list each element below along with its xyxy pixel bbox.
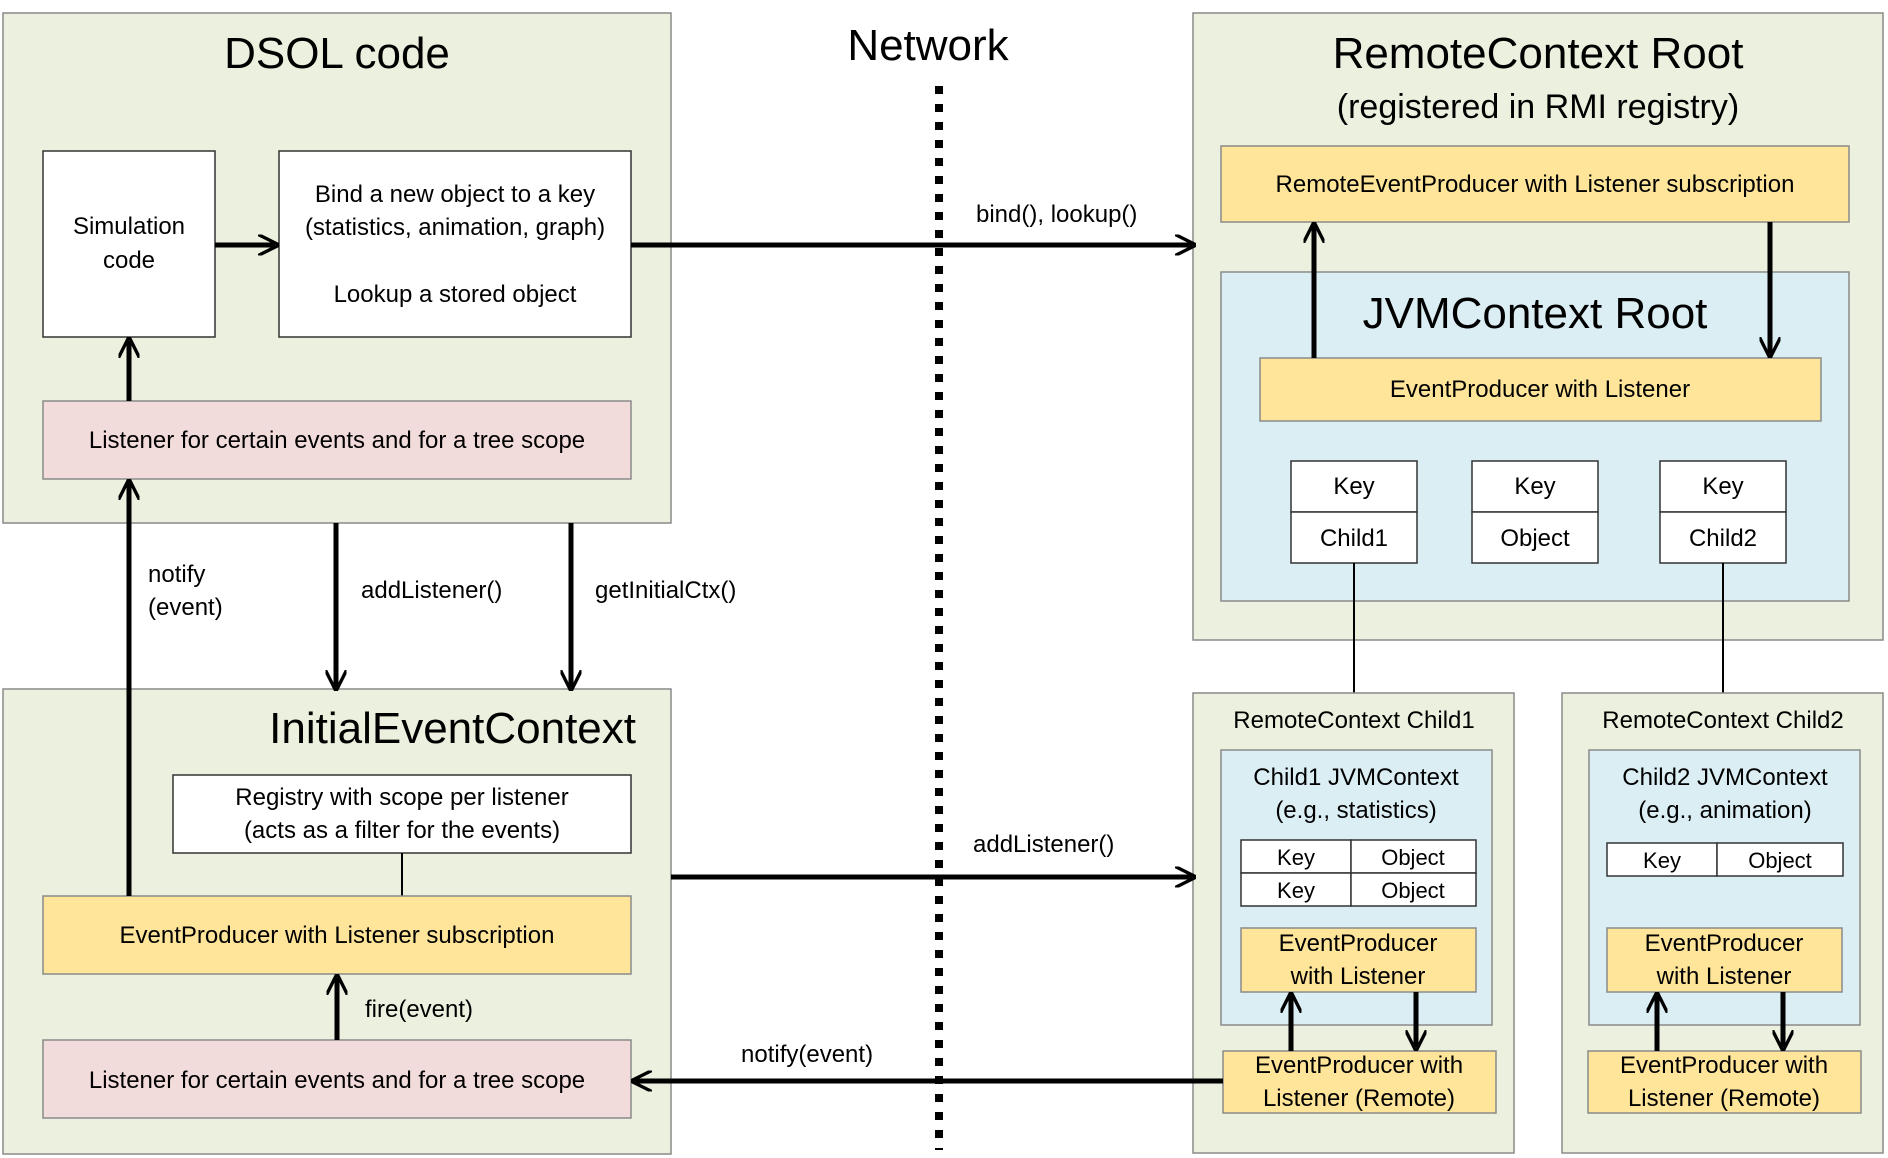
svg-text:Listener (Remote): Listener (Remote)	[1628, 1085, 1820, 1112]
child2-jvm-context-box: Child2 JVMContext (e.g., animation) Key …	[1588, 749, 1861, 1026]
remote-root-subtitle: (registered in RMI registry)	[1337, 88, 1739, 126]
svg-text:RemoteEventProducer with Liste: RemoteEventProducer with Listener subscr…	[1276, 171, 1795, 198]
svg-text:EventProducer with: EventProducer with	[1620, 1052, 1828, 1079]
initial-listener-box: Listener for certain events and for a tr…	[42, 1039, 632, 1119]
svg-text:Child1 JVMContext: Child1 JVMContext	[1253, 764, 1459, 791]
svg-text:Child2 JVMContext: Child2 JVMContext	[1622, 764, 1828, 791]
svg-text:Key: Key	[1514, 473, 1555, 500]
svg-text:Bind a new object to a key: Bind a new object to a key	[315, 181, 595, 208]
notify-event-label: notify(event)	[741, 1041, 873, 1068]
root-entry-child2: Key Child2	[1659, 460, 1787, 564]
child1-remote-producer-box: EventProducer with Listener (Remote)	[1222, 1050, 1497, 1114]
svg-text:Listener for certain events an: Listener for certain events and for a tr…	[89, 427, 585, 454]
svg-text:Object: Object	[1381, 845, 1445, 870]
svg-text:Listener for certain events an: Listener for certain events and for a tr…	[89, 1067, 585, 1094]
child1-title: RemoteContext Child1	[1233, 707, 1474, 734]
initial-title: InitialEventContext	[269, 704, 636, 753]
svg-text:(e.g., statistics): (e.g., statistics)	[1275, 797, 1436, 824]
remote-context-child2-panel: RemoteContext Child2 Child2 JVMContext (…	[1561, 692, 1884, 1154]
dsol-listener-box: Listener for certain events and for a tr…	[42, 400, 632, 480]
child1-event-producer-box: EventProducer with Listener	[1240, 927, 1477, 993]
svg-text:Key: Key	[1643, 848, 1681, 873]
jvm-context-root-box: JVMContext Root EventProducer with Liste…	[1220, 271, 1850, 602]
child2-event-producer-box: EventProducer with Listener	[1606, 927, 1843, 993]
child2-table: Key Object	[1606, 842, 1844, 877]
svg-text:Lookup a stored object: Lookup a stored object	[334, 281, 577, 308]
dsol-code-panel: DSOL code Simulation code Bind a new obj…	[2, 12, 672, 524]
svg-text:(e.g., animation): (e.g., animation)	[1638, 797, 1811, 824]
remote-context-root-panel: RemoteContext Root (registered in RMI re…	[1192, 12, 1884, 641]
initial-event-context-panel: InitialEventContext Registry with scope …	[2, 688, 672, 1155]
svg-text:Key: Key	[1277, 878, 1315, 903]
svg-text:code: code	[103, 247, 155, 274]
child1-table: Key Object Key Object	[1240, 839, 1477, 907]
svg-text:(statistics, animation, graph): (statistics, animation, graph)	[305, 214, 605, 241]
svg-text:EventProducer: EventProducer	[1279, 930, 1438, 957]
svg-text:(acts as a filter for the even: (acts as a filter for the events)	[244, 817, 560, 844]
svg-text:Key: Key	[1333, 473, 1374, 500]
bind-lookup-label: bind(), lookup()	[976, 201, 1137, 228]
fire-event-label: fire(event)	[365, 996, 473, 1023]
svg-text:EventProducer with Listener su: EventProducer with Listener subscription	[120, 922, 555, 949]
svg-text:Object: Object	[1381, 878, 1445, 903]
child2-remote-producer-box: EventProducer with Listener (Remote)	[1587, 1050, 1862, 1114]
jvm-root-producer-box: EventProducer with Listener	[1259, 357, 1822, 422]
root-entry-object: Key Object	[1471, 460, 1599, 564]
get-initial-ctx-label: getInitialCtx()	[595, 577, 736, 604]
svg-text:Object: Object	[1748, 848, 1812, 873]
notify-label-line2: (event)	[148, 594, 223, 621]
svg-text:with Listener: with Listener	[1290, 963, 1426, 990]
dsol-title: DSOL code	[224, 29, 450, 78]
bind-lookup-box: Bind a new object to a key (statistics, …	[278, 150, 632, 338]
svg-text:Key: Key	[1277, 845, 1315, 870]
svg-text:Simulation: Simulation	[73, 213, 185, 240]
svg-text:Object: Object	[1500, 525, 1570, 552]
svg-text:EventProducer: EventProducer	[1645, 930, 1804, 957]
svg-text:EventProducer with: EventProducer with	[1255, 1052, 1463, 1079]
network-label: Network	[847, 21, 1009, 70]
remote-context-child1-panel: RemoteContext Child1 Child1 JVMContext (…	[1192, 692, 1515, 1154]
notify-label-line1: notify	[148, 561, 205, 588]
svg-text:Child1: Child1	[1320, 525, 1388, 552]
add-listener-label: addListener()	[361, 577, 502, 604]
svg-text:EventProducer with Listener: EventProducer with Listener	[1390, 376, 1690, 403]
initial-producer-box: EventProducer with Listener subscription	[42, 895, 632, 975]
registry-box: Registry with scope per listener (acts a…	[172, 774, 632, 854]
svg-text:Key: Key	[1702, 473, 1743, 500]
root-entry-child1: Key Child1	[1290, 460, 1418, 564]
jvm-root-title: JVMContext Root	[1363, 289, 1708, 338]
svg-text:Child2: Child2	[1689, 525, 1757, 552]
child1-jvm-context-box: Child1 JVMContext (e.g., statistics) Key…	[1220, 749, 1493, 1026]
simulation-code-box: Simulation code	[42, 150, 216, 338]
remote-event-producer-box: RemoteEventProducer with Listener subscr…	[1220, 145, 1850, 223]
child2-title: RemoteContext Child2	[1602, 707, 1843, 734]
svg-text:Registry with scope per listen: Registry with scope per listener	[235, 784, 568, 811]
svg-text:with Listener: with Listener	[1656, 963, 1792, 990]
add-listener-remote-label: addListener()	[973, 831, 1114, 858]
remote-root-title: RemoteContext Root	[1333, 29, 1744, 78]
svg-text:Listener (Remote): Listener (Remote)	[1263, 1085, 1455, 1112]
